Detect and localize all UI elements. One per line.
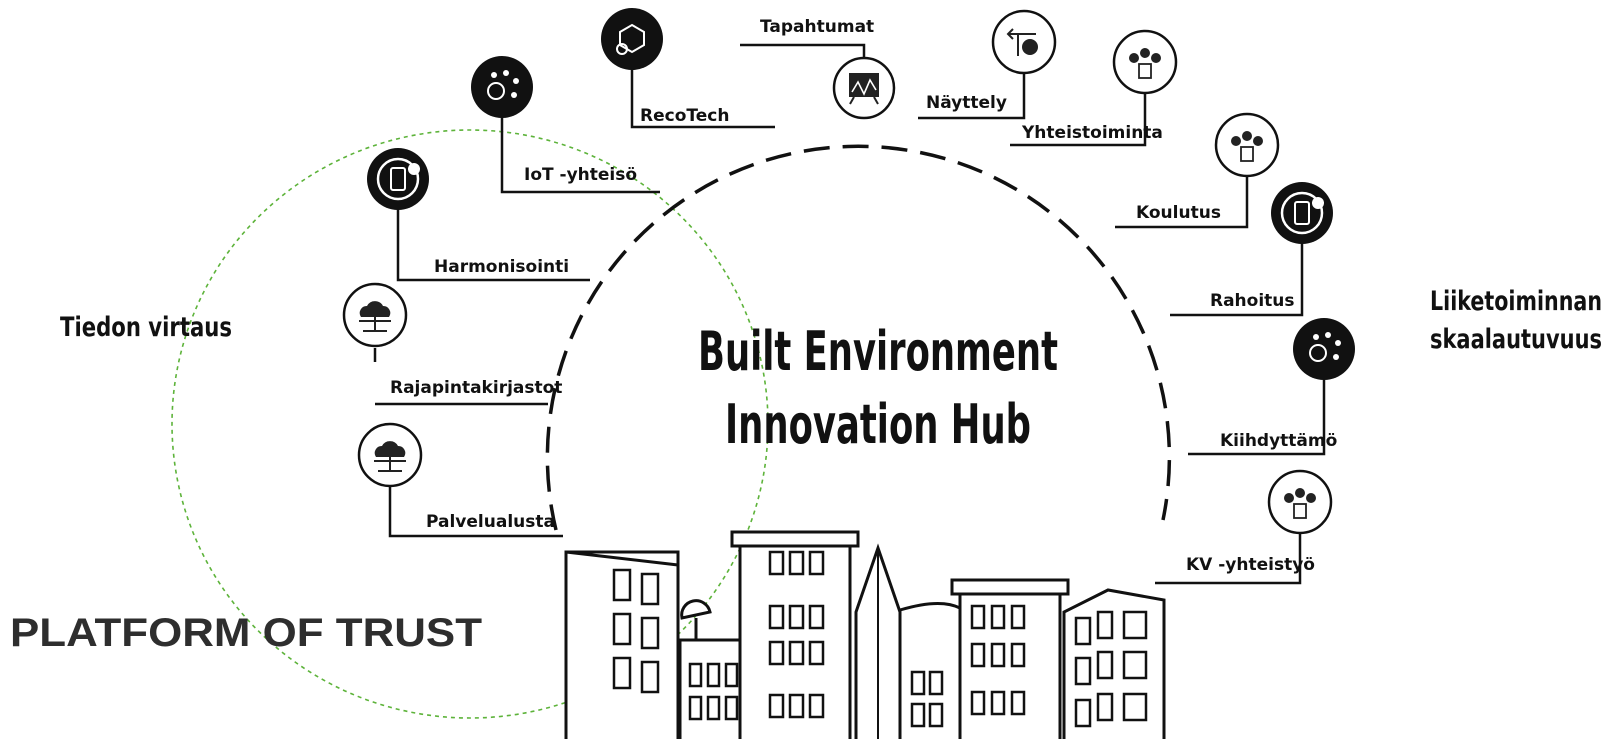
connector-tapahtumat (740, 43, 866, 59)
people-document-icon (1267, 469, 1333, 535)
presentation-chart-icon (832, 56, 896, 120)
data-flow-circle (171, 129, 769, 719)
connector-kv (1155, 527, 1302, 585)
node-label-kv: KV -yhteistyö (1186, 555, 1315, 575)
node-label-kiihdyttamo: Kiihdyttämö (1220, 431, 1337, 451)
node-label-yhteistoiminta: Yhteistoiminta (1021, 123, 1163, 143)
side-label-right-line2: skaalautuvuus (1430, 324, 1602, 355)
side-label-left: Tiedon virtaus (60, 312, 232, 343)
cloud-network-icon (357, 422, 423, 488)
connector-nayttely (918, 67, 1026, 120)
hub-title-line2: Innovation Hub (725, 393, 1031, 456)
direction-question-icon (991, 9, 1057, 75)
platform-of-trust-logo: PLATFORM OF TRUST (10, 611, 482, 655)
node-label-recotech: RecoTech (640, 106, 729, 126)
people-document-icon (1214, 112, 1280, 178)
connector-kiihdyttamo (1188, 373, 1326, 456)
connector-rahoitus (1170, 240, 1304, 317)
hub-title-line1: Built Environment (698, 320, 1058, 383)
node-label-tapahtumat: Tapahtumat (760, 17, 874, 37)
connector-lines (373, 43, 1326, 585)
connector-yhteistoiminta (1010, 87, 1147, 147)
hub-dashed-circle (545, 144, 1172, 531)
network-search-icon (1293, 318, 1355, 380)
node-label-harmonisointi: Harmonisointi (434, 257, 569, 277)
box-search-icon (601, 8, 663, 70)
node-label-iot: IoT -yhteisö (524, 165, 637, 185)
people-document-icon (1112, 29, 1178, 95)
node-label-rajapintakirjastot: Rajapintakirjastot (390, 378, 562, 398)
side-label-right-line1: Liiketoiminnan (1430, 286, 1602, 317)
connector-koulutus (1115, 170, 1249, 229)
node-label-palvelualusta: Palvelualusta (426, 512, 555, 532)
connector-harmonisointi (396, 198, 590, 282)
mobile-sync-icon (367, 148, 429, 210)
network-search-icon (471, 56, 533, 118)
connector-recotech (630, 66, 775, 129)
connector-iot (500, 114, 660, 194)
connector-palvelualusta (388, 480, 563, 538)
node-label-rahoitus: Rahoitus (1210, 291, 1295, 311)
mobile-sync-icon (1271, 182, 1333, 244)
city-skyline-illustration (564, 530, 1166, 739)
cloud-network-icon (342, 282, 408, 348)
node-label-koulutus: Koulutus (1136, 203, 1221, 223)
node-label-nayttely: Näyttely (926, 93, 1007, 113)
